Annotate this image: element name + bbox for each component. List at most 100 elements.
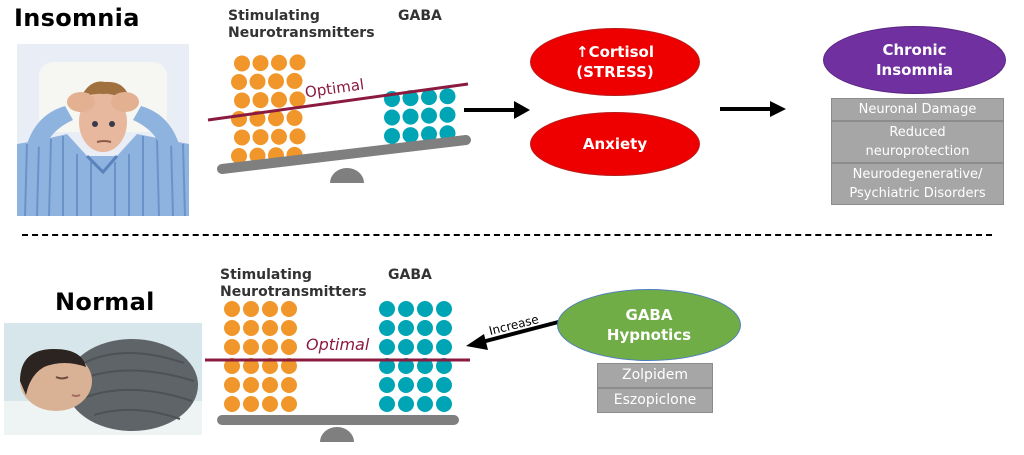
neurotransmitter-dot (231, 74, 247, 91)
neurotransmitter-dot (281, 320, 297, 336)
anxiety-label: Anxiety (582, 135, 648, 153)
neurotransmitter-dot (243, 377, 259, 393)
effect-item: Reduced neuroprotection (832, 122, 1003, 164)
neurotransmitter-dot (398, 396, 414, 412)
neurotransmitter-dot (384, 128, 400, 144)
gaba-hypnotics-ellipse: GABA Hypnotics (557, 289, 741, 361)
neurotransmitter-dot (398, 339, 414, 355)
neurotransmitter-dot (224, 377, 240, 393)
chronic-line2: Insomnia (875, 61, 954, 79)
neurotransmitter-dot (398, 358, 414, 374)
neurotransmitter-dot (286, 109, 303, 126)
neurotransmitter-dot (268, 110, 284, 127)
neurotransmitter-dot (439, 88, 456, 105)
neurotransmitter-dot (379, 339, 395, 355)
neurotransmitter-dot (417, 320, 433, 336)
gaba-dots-group (379, 301, 452, 412)
insomnia-stimulating-label: Stimulating Neurotransmitters (228, 8, 375, 42)
chronic-effects-box: Neuronal Damage Reduced neuroprotection … (831, 98, 1004, 205)
gaba-dots-group (384, 88, 456, 144)
neurotransmitter-dot (289, 91, 306, 108)
neurotransmitter-dot (421, 89, 437, 106)
neurotransmitter-dot (231, 148, 247, 165)
neurotransmitter-dot (243, 301, 259, 317)
neurotransmitter-dot (252, 92, 269, 109)
neurotransmitter-dot (384, 109, 400, 126)
increase-arrow-icon: Increase (466, 312, 567, 350)
neurotransmitter-dot (262, 320, 278, 336)
man-awake-in-bed-photo (17, 44, 189, 216)
cortisol-stress-ellipse: ↑Cortisol (STRESS) (530, 28, 700, 96)
neurotransmitter-dot (262, 396, 278, 412)
neurotransmitter-dot (281, 396, 297, 412)
neurotransmitter-dot (224, 396, 240, 412)
optimal-label: Optimal (306, 335, 370, 354)
neurotransmitter-dot (379, 320, 395, 336)
neurotransmitter-dot (436, 358, 452, 374)
stimulating-label-line2: Neurotransmitters (228, 25, 375, 41)
neurotransmitter-dot (417, 396, 433, 412)
neurotransmitter-dot (286, 72, 303, 89)
arrow-to-chronic-icon (720, 101, 786, 117)
normal-gaba-label: GABA (388, 267, 432, 283)
neurotransmitter-dot (398, 301, 414, 317)
sleeping-baby-photo (4, 323, 202, 435)
hypnotics-line2: Hypnotics (606, 326, 692, 344)
neurotransmitter-dot (262, 358, 278, 374)
neurotransmitter-dot (417, 358, 433, 374)
neurotransmitter-dot (262, 377, 278, 393)
neurotransmitter-dot (224, 339, 240, 355)
neurotransmitter-dot (249, 73, 266, 90)
neurotransmitter-dot (398, 320, 414, 336)
seesaw-beam (217, 135, 471, 174)
neurotransmitter-dot (243, 396, 259, 412)
chronic-insomnia-ellipse: Chronic Insomnia (823, 26, 1006, 94)
normal-seesaw-diagram: Optimal (205, 301, 470, 442)
neurotransmitter-dot (289, 128, 306, 145)
optimal-label: Optimal (304, 75, 365, 101)
neurotransmitter-dot (243, 358, 259, 374)
neurotransmitter-dot (417, 377, 433, 393)
neurotransmitter-dot (436, 377, 452, 393)
stimulating-label-line2: Neurotransmitters (220, 284, 367, 300)
neurotransmitter-dot (271, 54, 287, 71)
neurotransmitter-dot (281, 301, 297, 317)
neurotransmitter-dot (252, 129, 269, 146)
neurotransmitter-dot (402, 90, 419, 107)
neurotransmitter-dot (417, 339, 433, 355)
neurotransmitter-dot (379, 358, 395, 374)
neurotransmitter-dot (436, 396, 452, 412)
neurotransmitter-dot (379, 396, 395, 412)
neurotransmitter-dot (289, 54, 306, 71)
neurotransmitter-dot (243, 320, 259, 336)
neurotransmitter-dot (439, 106, 456, 123)
neurotransmitter-dot (281, 358, 297, 374)
neurotransmitter-dot (234, 129, 250, 146)
neurotransmitter-dot (421, 107, 437, 124)
anxiety-ellipse: Anxiety (530, 112, 700, 176)
drug-item: Zolpidem (598, 364, 712, 389)
neurotransmitter-dot (398, 377, 414, 393)
neurotransmitter-dot (402, 127, 419, 144)
neurotransmitter-dot (262, 339, 278, 355)
optimal-line (207, 82, 469, 122)
insomnia-gaba-label: GABA (398, 8, 442, 24)
neurotransmitter-dot (281, 339, 297, 355)
normal-title: Normal (55, 288, 155, 316)
neurotransmitter-dot (268, 73, 284, 90)
seesaw-fulcrum (320, 427, 354, 442)
seesaw-fulcrum (330, 168, 364, 183)
insomnia-seesaw-diagram: Optimal (207, 54, 471, 183)
cortisol-line1: ↑Cortisol (576, 43, 654, 61)
neurotransmitter-dot (379, 377, 395, 393)
neurotransmitter-dot (224, 320, 240, 336)
neurotransmitter-dot (421, 126, 437, 143)
neurotransmitter-dot (436, 301, 452, 317)
neurotransmitter-dot (262, 301, 278, 317)
neurotransmitter-dot (271, 91, 287, 108)
stimulating-dots-group (231, 54, 306, 165)
neurotransmitter-dot (243, 339, 259, 355)
stimulating-dots-group (224, 301, 297, 412)
neurotransmitter-dot (234, 92, 250, 109)
stimulating-label-line1: Stimulating (220, 267, 312, 283)
